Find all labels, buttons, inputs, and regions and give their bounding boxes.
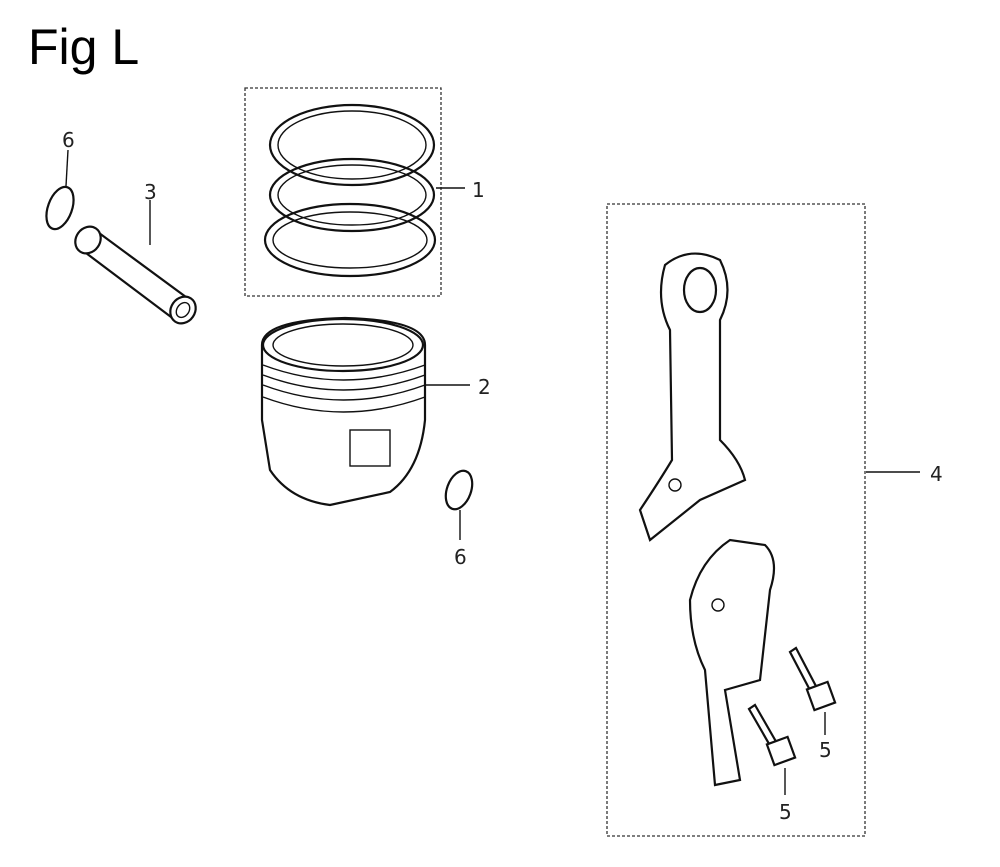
- callout-6b: 6: [454, 545, 467, 569]
- leader-line-6a: [65, 149, 69, 187]
- callout-2: 2: [478, 375, 491, 399]
- callout-5a: 5: [819, 738, 832, 762]
- callout-5b: 5: [779, 800, 792, 824]
- piston-pin: [74, 225, 197, 325]
- piston-rings: [263, 103, 437, 278]
- connecting-rod: [638, 252, 776, 787]
- bolt-a: [788, 646, 837, 712]
- clip-left: [45, 185, 75, 231]
- callout-4: 4: [930, 462, 943, 486]
- figure-title: Fig L: [28, 19, 140, 75]
- bolt-b: [747, 703, 797, 767]
- piston: [260, 316, 427, 507]
- callout-1: 1: [472, 178, 485, 202]
- ring-set-box: [244, 87, 442, 297]
- callout-6a: 6: [62, 128, 75, 152]
- callout-3: 3: [144, 180, 157, 204]
- clip-right: [444, 469, 474, 511]
